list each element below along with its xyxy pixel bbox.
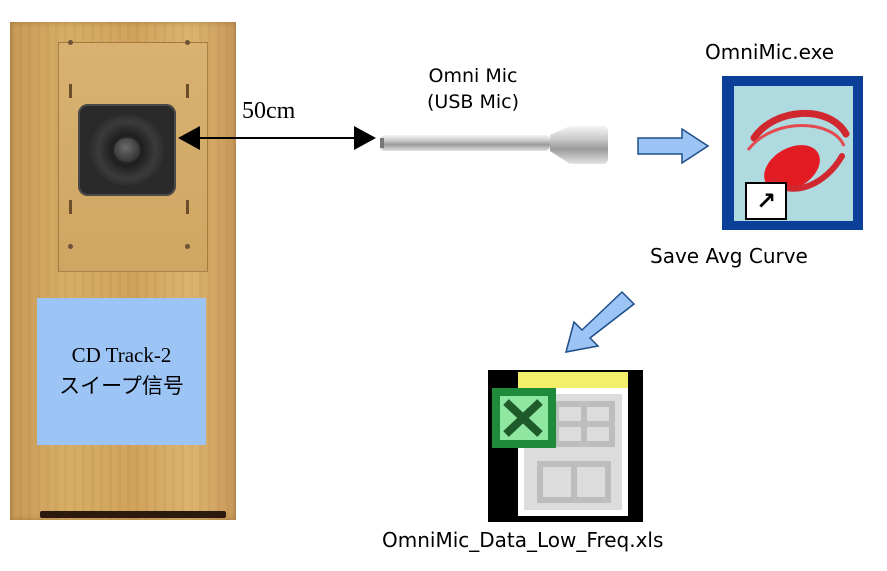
mount-slot: [69, 200, 72, 214]
omnimic-logo-icon: [746, 110, 850, 192]
mount-slot: [69, 84, 72, 98]
source-line2: スイープ信号: [59, 374, 184, 398]
microphone-icon: [380, 126, 608, 164]
source-line1: CD Track-2: [71, 343, 172, 367]
screw-icon: [68, 244, 73, 249]
source-signal-box: CD Track-2 スイープ信号: [37, 298, 206, 445]
mount-slot: [186, 84, 189, 98]
shortcut-arrow-icon: ↗: [745, 182, 787, 220]
excel-file-graphic: [492, 372, 628, 516]
distance-label: 50cm: [242, 98, 296, 124]
arrowhead-right-icon: [354, 126, 376, 150]
bass-port: [40, 511, 226, 518]
mic-label-line1: Omni Mic: [428, 65, 518, 87]
flow-arrow-down-left-icon: [564, 290, 636, 353]
screw-icon: [185, 244, 190, 249]
arrowhead-left-icon: [178, 126, 200, 150]
app-name: OmniMic.exe: [705, 40, 835, 64]
distance-arrow: [178, 126, 376, 150]
mic-label: Omni Mic (USB Mic): [398, 63, 548, 115]
output-file-name: OmniMic_Data_Low_Freq.xls: [382, 528, 664, 552]
screw-icon: [68, 40, 73, 45]
mic-label-line2: (USB Mic): [427, 91, 519, 113]
flow-arrow-right-icon: [637, 127, 710, 165]
screw-icon: [185, 40, 190, 45]
save-action-label: Save Avg Curve: [650, 244, 808, 268]
mount-slot: [186, 200, 189, 214]
dust-cap: [114, 138, 140, 162]
speaker-cabinet: [10, 22, 236, 520]
